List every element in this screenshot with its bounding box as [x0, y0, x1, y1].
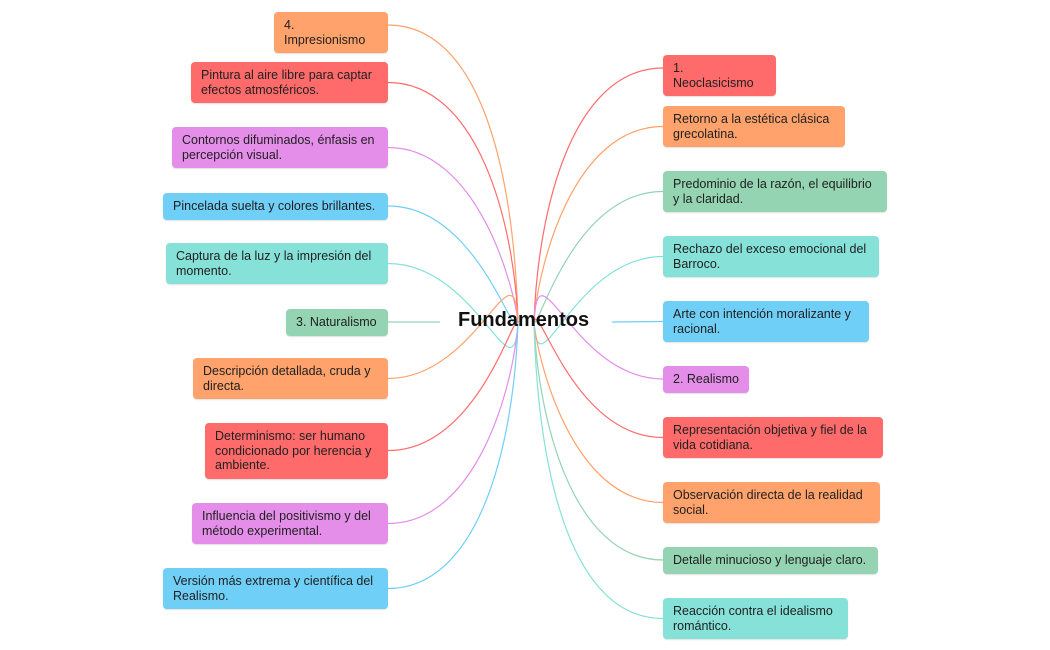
- right-topic-10[interactable]: Reacción contra el idealismo romántico.: [663, 598, 848, 639]
- right-connector-6: [533, 295, 664, 380]
- right-connector-2: [533, 125, 664, 323]
- left-topic-6[interactable]: 3. Naturalismo: [286, 309, 388, 336]
- left-connector-10: [387, 321, 519, 590]
- right-topic-9[interactable]: Detalle minucioso y lenguaje claro.: [663, 547, 878, 574]
- right-connector-5: [611, 320, 664, 323]
- left-connector-8: [387, 320, 519, 452]
- left-topic-3[interactable]: Contornos difuminados, énfasis en percep…: [172, 127, 388, 168]
- right-connector-7: [533, 318, 664, 439]
- right-connector-1: [533, 67, 664, 323]
- left-connector-7: [387, 294, 519, 380]
- left-topic-7[interactable]: Descripción detallada, cruda y directa.: [193, 358, 388, 399]
- left-topic-4[interactable]: Pincelada suelta y colores brillantes.: [163, 193, 388, 220]
- left-topic-2[interactable]: Pintura al aire libre para captar efecto…: [191, 62, 388, 103]
- central-topic[interactable]: Fundamentos: [458, 309, 590, 331]
- right-connector-8: [533, 321, 664, 504]
- right-topic-1[interactable]: 1. Neoclasicismo: [663, 55, 776, 96]
- left-connector-2: [387, 81, 519, 323]
- left-topic-1[interactable]: 4. Impresionismo: [274, 12, 388, 53]
- left-connector-9: [387, 321, 519, 525]
- left-topic-8[interactable]: Determinismo: ser humano condicionado po…: [205, 423, 388, 479]
- right-topic-6[interactable]: 2. Realismo: [663, 366, 749, 393]
- right-connector-9: [533, 321, 664, 561]
- left-topic-9[interactable]: Influencia del positivismo y del método …: [192, 503, 388, 544]
- left-topic-5[interactable]: Captura de la luz y la impresión del mom…: [166, 243, 388, 284]
- left-connector-3: [387, 146, 519, 323]
- right-topic-2[interactable]: Retorno a la estética clásica grecolatin…: [663, 106, 845, 147]
- right-topic-8[interactable]: Observación directa de la realidad socia…: [663, 482, 880, 523]
- right-connector-10: [533, 321, 664, 620]
- left-connector-1: [387, 24, 519, 323]
- right-topic-7[interactable]: Representación objetiva y fiel de la vid…: [663, 417, 883, 458]
- right-topic-3[interactable]: Predominio de la razón, el equilibrio y …: [663, 171, 887, 212]
- right-topic-4[interactable]: Rechazo del exceso emocional del Barroco…: [663, 236, 879, 277]
- left-connector-5: [387, 262, 519, 349]
- right-connector-3: [533, 190, 664, 323]
- left-topic-10[interactable]: Versión más extrema y científica del Rea…: [163, 568, 388, 609]
- right-topic-5[interactable]: Arte con intención moralizante y raciona…: [663, 301, 869, 342]
